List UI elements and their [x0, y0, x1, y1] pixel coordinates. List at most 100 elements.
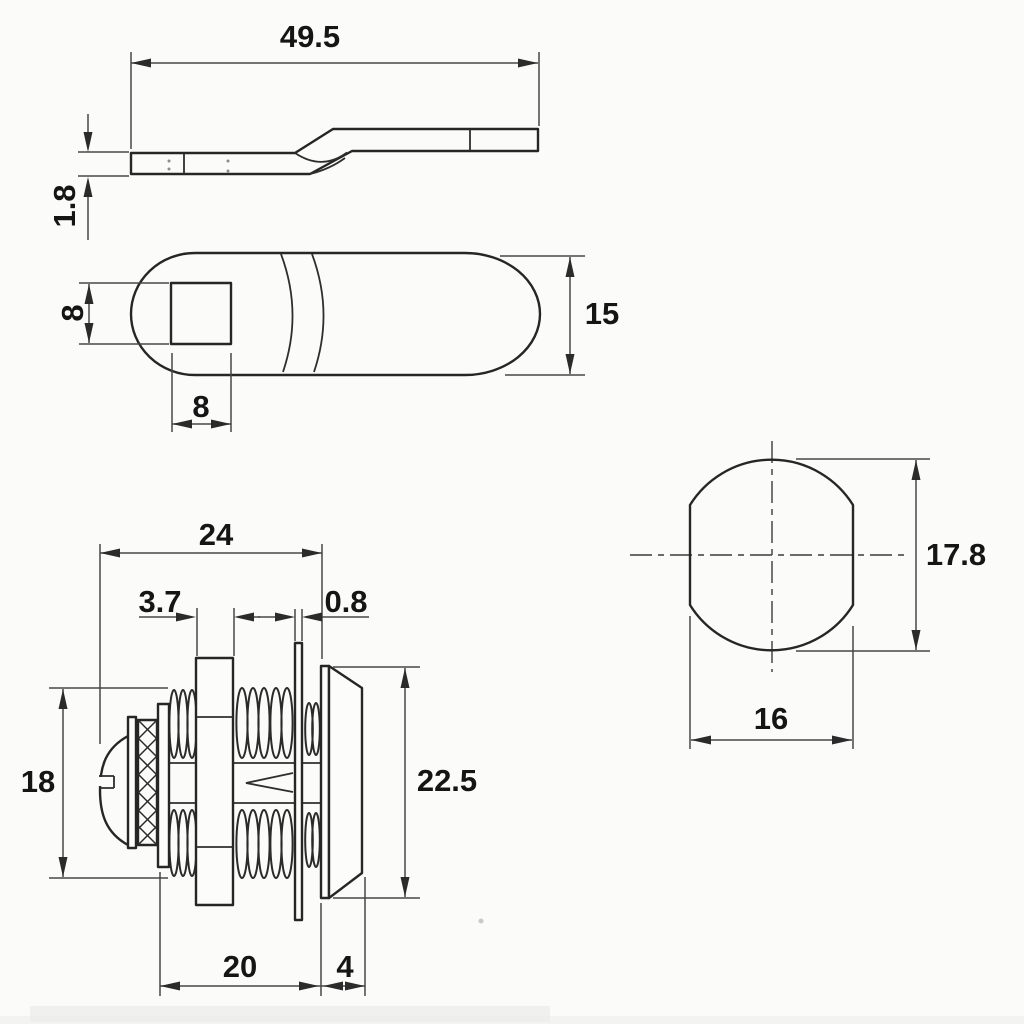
dim-cam-length: 49.5: [130, 19, 540, 149]
dim-label-face-width: 16: [754, 701, 788, 736]
flat-washer-front: [126, 715, 138, 850]
arrowhead-up: [400, 668, 410, 688]
cam-arm-top-view: 8 8 15: [55, 251, 619, 432]
center-mark: [167, 159, 171, 163]
dim-cam-thickness: 1.8: [47, 114, 129, 240]
crosshatch: [137, 719, 158, 846]
lock-body-section-view: 24 3.7 0.8 18: [21, 517, 477, 996]
center-mark: [167, 167, 171, 171]
arrowhead-down: [911, 630, 921, 650]
scan-artifacts: [0, 918, 1024, 1024]
dim-cam-width: 15: [500, 255, 619, 376]
cam-arm-profile: [129, 127, 540, 176]
paper-speck: [478, 918, 484, 924]
thread-coil: [280, 809, 294, 879]
cam-arm-outline: [129, 251, 542, 377]
spring-washer-hatched: [136, 718, 159, 847]
bend-line: [280, 253, 294, 373]
arrowhead-right: [302, 548, 322, 558]
thread-section-rear: [304, 702, 321, 868]
dim-label-thread-diameter: 18: [21, 764, 55, 799]
bezel-cone: [327, 664, 364, 900]
arrowhead-right: [832, 735, 852, 745]
lock-face-front-view: 17.8 16: [630, 441, 986, 749]
dim-face-width: 16: [689, 616, 854, 749]
arrowhead-up: [84, 284, 94, 304]
thread-coil: [168, 809, 180, 877]
arrowhead-right: [211, 419, 231, 429]
dim-label-thread-length: 20: [223, 949, 257, 984]
bend-line: [311, 253, 325, 373]
thread-section-middle: [235, 687, 294, 879]
hex-nut-body: [194, 656, 235, 907]
thread-coil: [177, 809, 189, 877]
bend-curve: [294, 151, 348, 163]
thread-coil: [246, 809, 260, 879]
dim-hole-height: 8: [55, 282, 169, 345]
stop-washer: [293, 641, 304, 922]
dim-body-length: 24: [99, 517, 323, 744]
center-mark: [226, 159, 230, 163]
dim-thread-diameter: 18: [21, 687, 168, 879]
dim-flange-diameter: 22.5: [333, 666, 477, 899]
bend-curve: [309, 157, 346, 175]
arrowhead-down: [83, 132, 93, 152]
body-step: [156, 702, 171, 869]
square-hole: [169, 281, 233, 346]
thread-coil: [269, 809, 283, 879]
arrowhead-right: [176, 612, 196, 622]
dim-label-face-height: 17.8: [926, 537, 986, 572]
nut-chamfer-lines: [196, 716, 233, 848]
thread-coil: [177, 689, 189, 759]
arrowhead-up: [58, 689, 68, 709]
face-outline-double-d: [688, 458, 855, 652]
hex-nut: [194, 656, 235, 907]
arrowhead-up: [565, 257, 575, 277]
arrowhead-right: [345, 981, 365, 991]
dim-label-hole-width: 8: [192, 389, 209, 424]
dim-label-body-length: 24: [199, 517, 234, 552]
dim-thread-length-and-flange-depth: 20 4: [159, 872, 366, 996]
arrowhead-up: [83, 177, 93, 197]
arrowhead-left: [323, 981, 343, 991]
bezel-head: [319, 664, 364, 900]
cam-arm-side-view: 49.5 1.8: [47, 19, 540, 240]
dim-face-height: 17.8: [796, 458, 986, 652]
thread-coil: [257, 687, 271, 759]
bottom-edge-band: [0, 1016, 1024, 1024]
arrowhead-right: [518, 58, 538, 68]
arrowhead-left: [302, 612, 322, 622]
keyway-pointer: [245, 772, 294, 793]
thread-coil: [235, 687, 249, 759]
dim-label-flange-depth: 4: [336, 949, 354, 984]
thread-coil: [257, 809, 271, 879]
thread-coil: [246, 687, 260, 759]
screw-slot: [99, 775, 115, 789]
arrowhead-down: [58, 857, 68, 877]
dim-hole-width: 8: [171, 353, 232, 432]
arrowhead-up: [911, 460, 921, 480]
arrowhead-left: [172, 419, 192, 429]
dim-label-flange-diameter: 22.5: [417, 763, 477, 798]
dim-label-washer-thickness: 0.8: [324, 584, 367, 619]
dim-label-nut-thickness: 3.7: [138, 584, 181, 619]
dim-label-hole-height: 8: [55, 304, 90, 321]
arrowhead-down: [84, 323, 94, 343]
dim-label-cam-width: 15: [585, 296, 619, 331]
thread-coil: [235, 809, 249, 879]
thread-coil: [269, 687, 283, 759]
center-mark: [226, 169, 230, 173]
arrowhead-right: [299, 981, 319, 991]
arrowhead-down: [565, 354, 575, 374]
arrowhead-right: [275, 612, 295, 622]
thread-section-left: [168, 689, 198, 877]
arrowhead-left: [234, 612, 254, 622]
thread-coil: [168, 689, 180, 759]
dim-label-cam-thickness: 1.8: [47, 184, 82, 227]
arrowhead-left: [131, 58, 151, 68]
dim-nut-thickness: 3.7: [138, 584, 260, 656]
thread-coil: [280, 687, 294, 759]
dim-label-cam-length: 49.5: [280, 19, 340, 54]
